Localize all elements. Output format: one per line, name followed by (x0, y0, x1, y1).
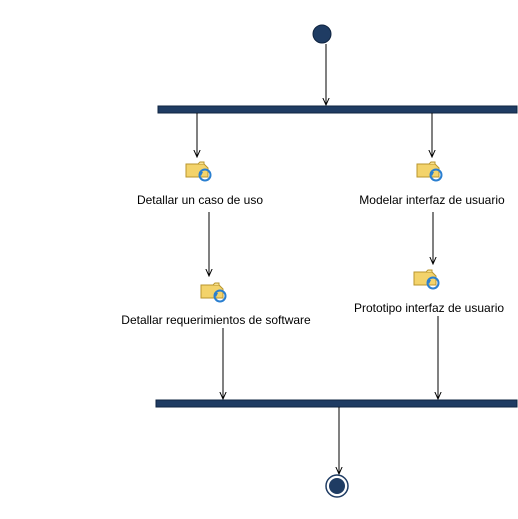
activity-label: Prototipo interfaz de usuario (354, 301, 504, 315)
activity-detallar-caso-uso[interactable]: Detallar un caso de uso (137, 161, 263, 207)
activity-label: Detallar requerimientos de software (121, 313, 311, 327)
activity-prototipo-interfaz[interactable]: Prototipo interfaz de usuario (354, 269, 504, 315)
activity-refresh-icon (185, 161, 212, 182)
activity-refresh-icon (416, 161, 443, 182)
final-node[interactable] (325, 474, 349, 498)
activity-label: Modelar interfaz de usuario (359, 193, 505, 207)
activity-modelar-interfaz[interactable]: Modelar interfaz de usuario (359, 161, 505, 207)
activity-label: Detallar un caso de uso (137, 193, 263, 207)
activity-detallar-requerimientos[interactable]: Detallar requerimientos de software (121, 282, 311, 327)
join-bar[interactable] (155, 399, 518, 408)
initial-node[interactable] (312, 24, 332, 44)
activity-refresh-icon (413, 269, 440, 290)
activity-refresh-icon (200, 282, 227, 303)
fork-bar[interactable] (157, 105, 518, 114)
